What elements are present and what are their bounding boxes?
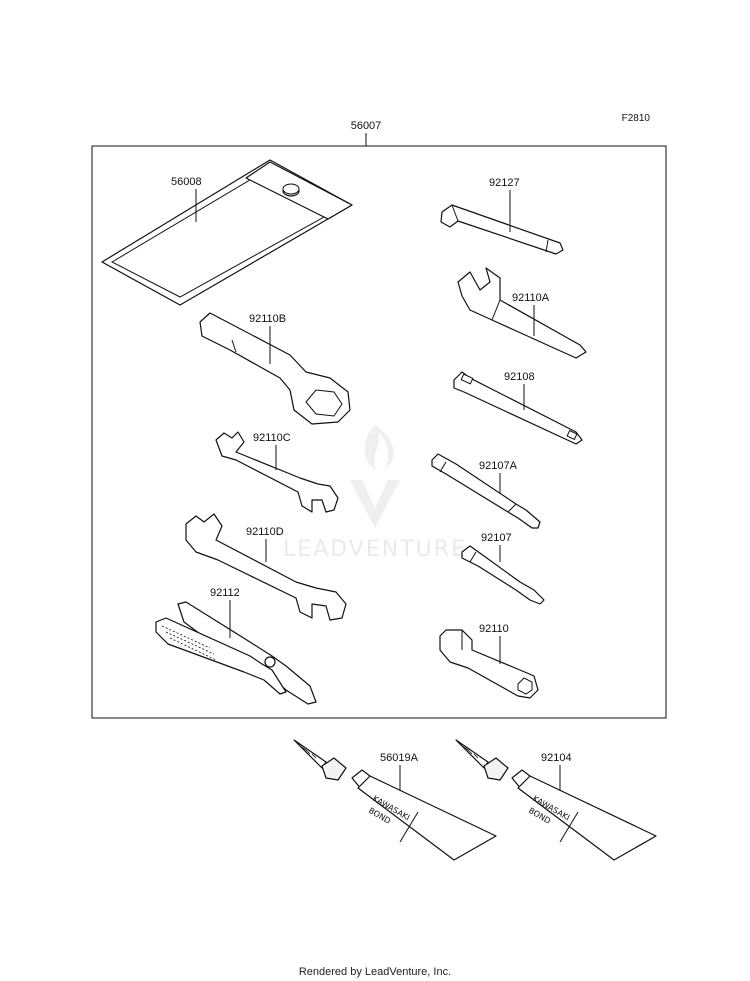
part-label-56019A[interactable]: 56019A <box>380 752 419 764</box>
diagram-ref-code: F2810 <box>622 113 651 124</box>
spark-plug-wrench-drawing <box>439 629 539 699</box>
open-end-wrench-small-drawing <box>215 431 339 513</box>
screwdriver-bit-short-drawing <box>461 545 545 605</box>
part-label-92110B[interactable]: 92110B <box>249 313 286 325</box>
footer-credit: Rendered by LeadVenture, Inc. <box>299 966 451 978</box>
handle-drawing <box>453 371 583 445</box>
part-label-92107[interactable]: 92107 <box>481 532 512 544</box>
part-label-92112[interactable]: 92112 <box>210 587 240 599</box>
part-label-92107A[interactable]: 92107A <box>479 460 518 472</box>
spanner-wrench-drawing <box>457 267 587 359</box>
watermark-text: LEADVENTURE <box>283 537 467 562</box>
part-label-92110C[interactable]: 92110C <box>253 432 291 444</box>
pliers-drawing <box>155 601 317 705</box>
kit-frame <box>91 145 667 719</box>
watermark-logo: LEADVENTURE <box>283 425 467 562</box>
screwdriver-bit-long-drawing <box>431 453 541 529</box>
box-wrench-drawing <box>199 312 351 425</box>
part-label-56007[interactable]: 56007 <box>351 120 382 132</box>
part-label-92127[interactable]: 92127 <box>489 177 520 189</box>
part-label-56008[interactable]: 56008 <box>171 176 202 188</box>
part-label-92108[interactable]: 92108 <box>504 371 535 383</box>
open-end-wrench-large-drawing <box>185 513 347 621</box>
part-label-92110[interactable]: 92110 <box>479 623 509 635</box>
part-label-92104[interactable]: 92104 <box>541 752 572 764</box>
part-label-92110D[interactable]: 92110D <box>246 526 284 538</box>
hex-key-drawing <box>440 204 564 255</box>
part-label-92110A[interactable]: 92110A <box>512 292 550 304</box>
tool-pouch-drawing <box>101 159 353 306</box>
